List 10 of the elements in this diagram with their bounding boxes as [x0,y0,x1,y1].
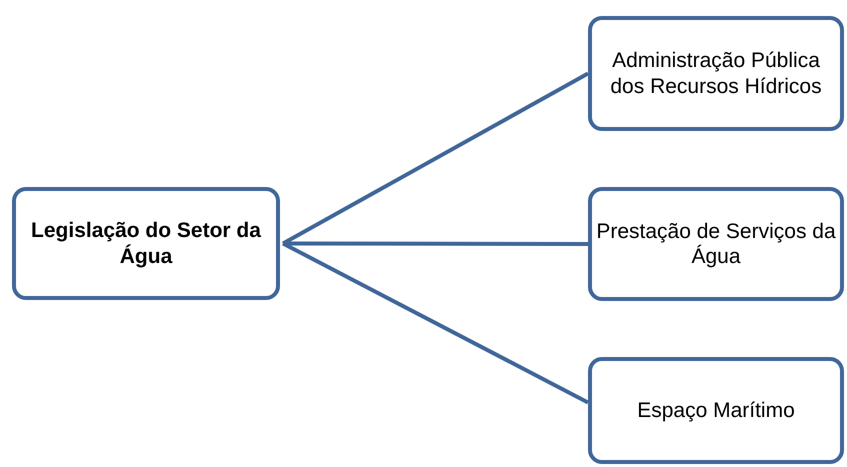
box-text: Espaço Marítimo [637,398,795,424]
topic-box [588,187,844,301]
connector-line [282,72,589,246]
topic-box [588,16,844,131]
connector-line [282,242,589,404]
box-text: Administração Pública dos Recursos Hídricos [609,48,823,99]
topic-box [588,357,844,464]
topic-box [12,187,280,300]
box-text: Legislação do Setor da Água [30,218,262,269]
box-text: Prestação de Serviços da Água [596,218,836,270]
